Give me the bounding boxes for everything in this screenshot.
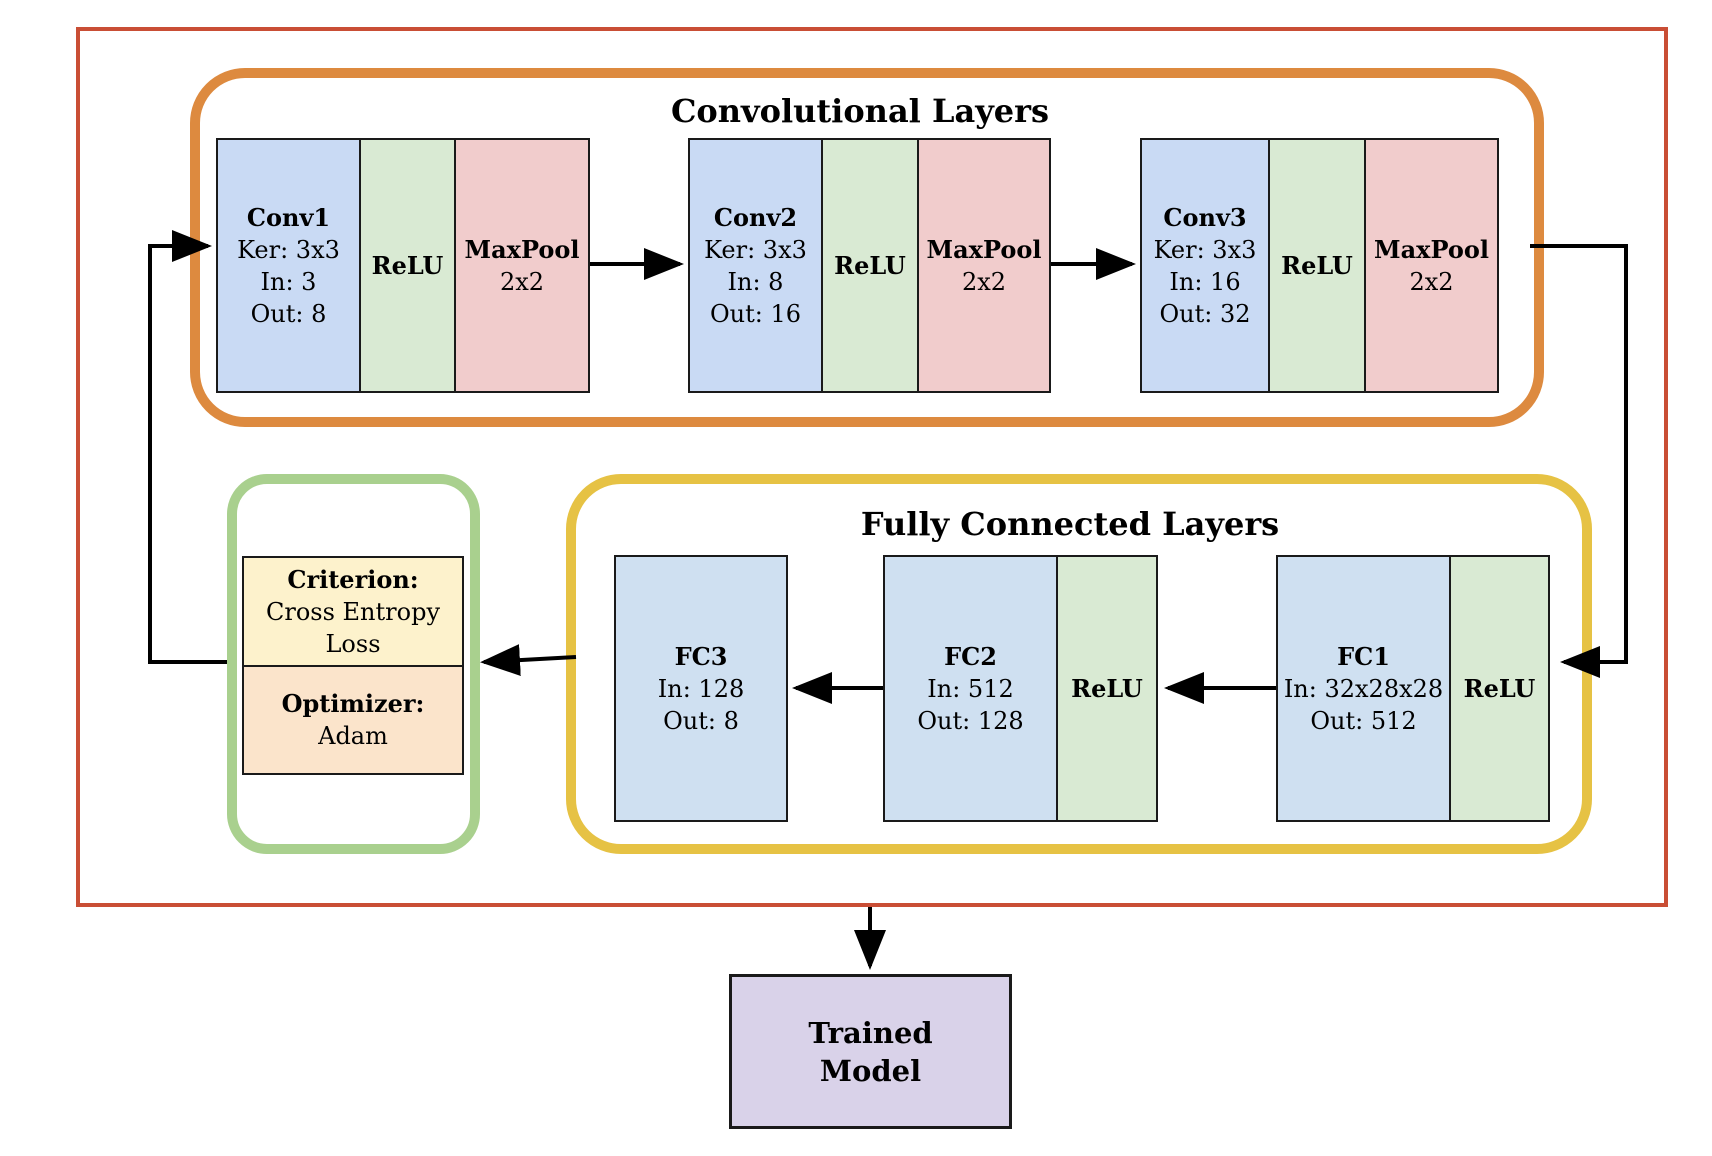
criterion-value-line2: Loss: [325, 629, 381, 658]
conv2-in: In: 8: [727, 267, 784, 296]
optimizer-block: Optimizer: Adam: [242, 665, 464, 775]
conv1-maxpool-block: MaxPool 2x2: [454, 138, 590, 393]
conv1-maxpool-size: 2x2: [499, 267, 545, 296]
trained-model-line2: Model: [819, 1053, 922, 1088]
conv3-maxpool-label: MaxPool: [1374, 234, 1489, 264]
convolutional-layers-title: Convolutional Layers: [670, 92, 1050, 130]
optimizer-label: Optimizer:: [281, 689, 425, 718]
fc1-name: FC1: [1337, 641, 1390, 671]
conv3-in: In: 16: [1169, 267, 1241, 296]
arrow-fc-to-criterion: [480, 644, 577, 677]
conv2-relu-block: ReLU: [821, 138, 919, 393]
trained-model-block: Trained Model: [729, 974, 1012, 1129]
arrow-feedback-to-conv1: [148, 230, 227, 664]
fc2-name: FC2: [944, 641, 997, 671]
fc1-relu-block: ReLU: [1449, 555, 1550, 822]
fc2-relu-block: ReLU: [1056, 555, 1158, 822]
conv1-in: In: 3: [260, 267, 317, 296]
fc2-in: In: 512: [927, 674, 1014, 703]
fully-connected-layers-title: Fully Connected Layers: [860, 505, 1280, 543]
fc1-block: FC1 In: 32x28x28 Out: 512: [1276, 555, 1451, 822]
conv3-maxpool-size: 2x2: [1409, 267, 1454, 296]
fc3-in: In: 128: [657, 674, 745, 703]
fc2-relu-label: ReLU: [1071, 673, 1143, 703]
conv2-maxpool-label: MaxPool: [926, 234, 1042, 264]
fc2-out: Out: 128: [917, 706, 1024, 735]
criterion-label: Criterion:: [287, 564, 419, 594]
conv3-kernel: Ker: 3x3: [1153, 235, 1257, 264]
conv2-relu-label: ReLU: [834, 250, 906, 280]
conv1-relu-label: ReLU: [371, 250, 444, 280]
fc3-name: FC3: [674, 641, 728, 671]
criterion-block: Criterion: Cross Entropy Loss: [242, 556, 464, 667]
conv2-maxpool-block: MaxPool 2x2: [917, 138, 1051, 393]
fc3-out: Out: 8: [663, 706, 739, 735]
optimizer-value: Adam: [318, 722, 388, 750]
conv3-maxpool-block: MaxPool 2x2: [1364, 138, 1499, 393]
fc1-out: Out: 512: [1310, 706, 1417, 735]
conv2-kernel: Ker: 3x3: [704, 235, 807, 264]
conv3-relu-block: ReLU: [1268, 138, 1366, 393]
conv2-block: Conv2 Ker: 3x3 In: 8 Out: 16: [688, 138, 823, 393]
arrow-conv-to-fc1: [1530, 244, 1628, 678]
conv1-out: Out: 8: [250, 299, 327, 328]
conv3-relu-label: ReLU: [1281, 250, 1353, 280]
conv1-maxpool-label: MaxPool: [464, 234, 580, 264]
conv3-out: Out: 32: [1159, 299, 1251, 328]
conv1-name: Conv1: [246, 202, 331, 232]
trained-model-line1: Trained: [808, 1015, 933, 1050]
fc2-block: FC2 In: 512 Out: 128: [883, 555, 1058, 822]
conv3-name: Conv3: [1163, 202, 1247, 232]
fc1-relu-label: ReLU: [1463, 673, 1536, 703]
conv1-block: Conv1 Ker: 3x3 In: 3 Out: 8: [216, 138, 361, 393]
conv2-maxpool-size: 2x2: [961, 267, 1007, 296]
conv1-kernel: Ker: 3x3: [237, 235, 340, 264]
conv3-block: Conv3 Ker: 3x3 In: 16 Out: 32: [1140, 138, 1270, 393]
criterion-value-line1: Cross Entropy: [265, 597, 440, 626]
conv2-name: Conv2: [713, 202, 798, 232]
outer-training-frame: [76, 27, 1668, 907]
conv2-out: Out: 16: [709, 299, 802, 328]
fc1-in: In: 32x28x28: [1283, 674, 1444, 703]
conv1-relu-block: ReLU: [359, 138, 456, 393]
fc3-block: FC3 In: 128 Out: 8: [614, 555, 788, 822]
